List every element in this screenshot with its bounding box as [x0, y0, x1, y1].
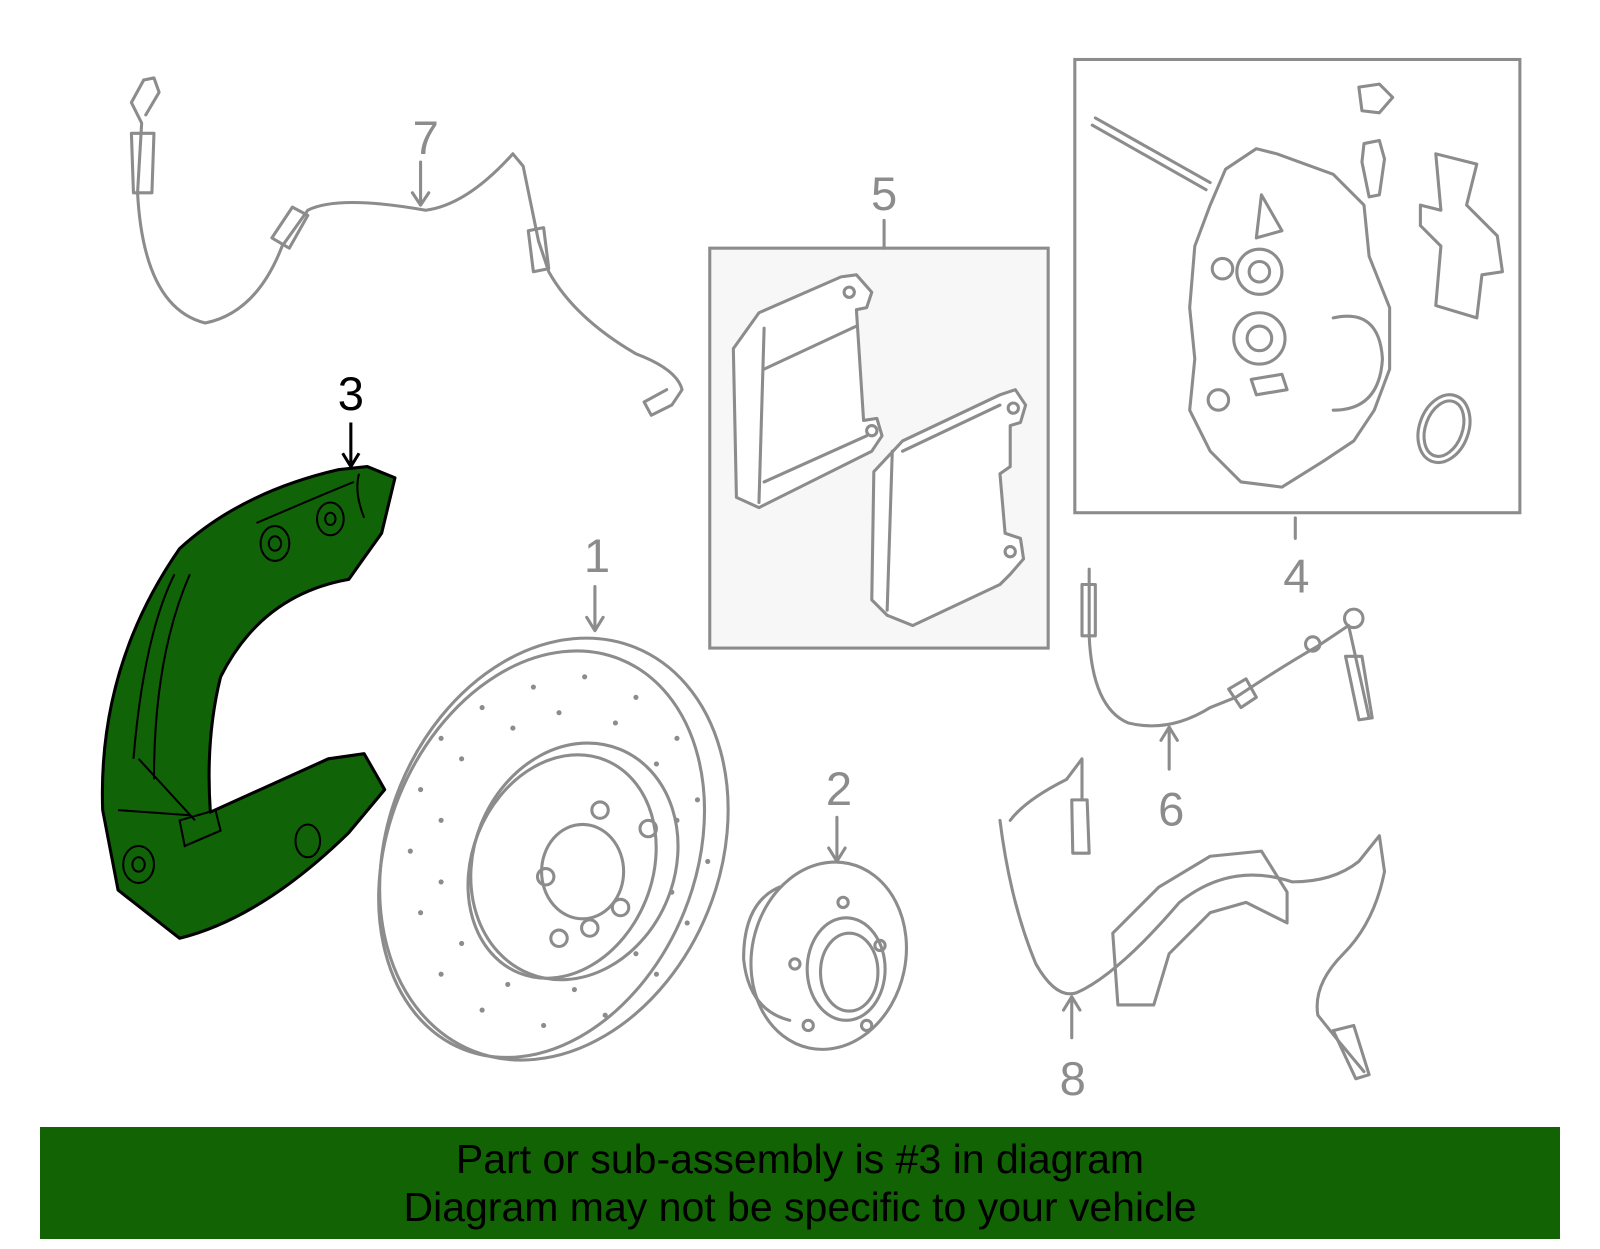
part-4-brake-caliper[interactable] [1073, 57, 1522, 515]
part-2-wheel-hub[interactable] [734, 847, 924, 1064]
banner-line-1: Part or sub-assembly is #3 in diagram [455, 1136, 1145, 1182]
part-5-brake-pad-set[interactable] [708, 246, 1050, 650]
part-1-brake-rotor[interactable] [318, 585, 789, 1113]
part-8-wear-sensor[interactable] [998, 757, 1387, 1081]
callout-8: 8 [1060, 1052, 1086, 1105]
part-3-brake-dust-shield[interactable] [100, 465, 397, 940]
part-6-abs-sensor[interactable] [1080, 567, 1374, 728]
callout-5: 5 [871, 167, 897, 220]
callout-4: 4 [1283, 550, 1309, 603]
banner-line-2: Diagram may not be specific to your vehi… [403, 1184, 1197, 1230]
callout-7: 7 [413, 111, 439, 164]
callout-1: 1 [584, 529, 610, 582]
info-banner: Part or sub-assembly is #3 in diagram Di… [40, 1127, 1560, 1239]
part-7-brake-wear-sensor[interactable] [129, 76, 684, 417]
callout-2: 2 [826, 762, 852, 815]
callout-6: 6 [1158, 782, 1184, 835]
callout-3: 3 [338, 367, 364, 420]
